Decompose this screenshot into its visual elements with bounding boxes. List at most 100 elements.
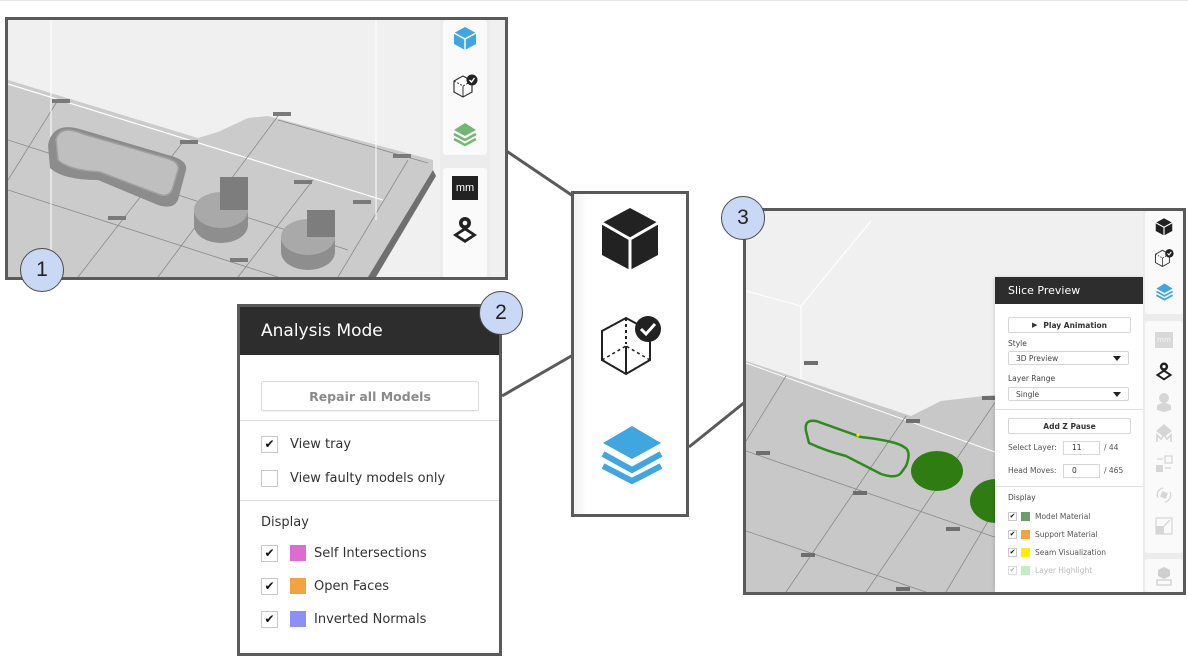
tool-button-group: mm	[443, 168, 487, 277]
analysis-mode-title: Analysis Mode	[240, 307, 499, 355]
connector-panel1-to-strip	[501, 146, 574, 198]
connector-panel2-to-strip	[501, 353, 574, 398]
seam-visualization-color-swatch	[1021, 547, 1030, 557]
analysis-mode-button[interactable]	[443, 68, 487, 104]
head-moves-row: Head Moves: 0 / 465	[1008, 463, 1123, 478]
units-mm-icon: mm	[452, 176, 478, 200]
repair-all-models-button[interactable]: Repair all Models	[261, 381, 479, 411]
analysis-mode-panel: Analysis Mode Repair all Models ✔ View t…	[237, 304, 502, 656]
prepare-view-screenshot: mm	[5, 17, 508, 280]
tool-button-group: mm	[1145, 321, 1183, 553]
support-material-label: Support Material	[1035, 529, 1098, 539]
prepare-mode-button[interactable]	[600, 206, 660, 276]
export-print-button[interactable]	[1145, 561, 1183, 591]
add-z-pause-button[interactable]: Add Z Pause	[1008, 418, 1131, 434]
select-layer-total: / 44	[1104, 443, 1119, 452]
open-faces-checkbox[interactable]: ✔	[261, 577, 278, 595]
head-moves-input[interactable]: 0	[1063, 463, 1100, 478]
print-settings-icon	[453, 217, 477, 243]
self-intersections-option[interactable]: ✔ Self Intersections	[261, 543, 427, 563]
arrange-button[interactable]	[1145, 449, 1183, 479]
divider	[995, 486, 1144, 487]
style-select[interactable]: 3D Preview	[1008, 351, 1129, 365]
arrange-icon	[1156, 455, 1173, 472]
display-heading: Display	[1008, 493, 1036, 502]
select-layer-row: Select Layer: 11 / 44	[1008, 440, 1118, 455]
view-tray-checkbox[interactable]: ✔	[261, 435, 278, 453]
chevron-down-icon	[1113, 356, 1121, 361]
view-faulty-models-option[interactable]: View faulty models only	[261, 468, 445, 488]
layer-range-select[interactable]: Single	[1008, 387, 1129, 401]
model-material-color-swatch	[1021, 511, 1030, 521]
slice-layers-icon	[1155, 282, 1173, 301]
export-print-icon	[1156, 567, 1172, 586]
open-faces-option[interactable]: ✔ Open Faces	[261, 576, 389, 596]
support-settings-button[interactable]	[1145, 387, 1183, 417]
preview-mode-button[interactable]	[1145, 276, 1183, 306]
chevron-down-icon	[1113, 392, 1121, 397]
seam-visualization-option[interactable]: ✔ Seam Visualization	[1008, 546, 1106, 558]
inverted-normals-option[interactable]: ✔ Inverted Normals	[261, 609, 426, 629]
open-faces-label: Open Faces	[314, 578, 390, 594]
model-material-option[interactable]: ✔ Model Material	[1008, 510, 1090, 522]
prepare-cube-icon	[601, 208, 659, 270]
view-faulty-models-checkbox[interactable]	[261, 469, 278, 487]
divider	[240, 420, 499, 421]
layer-highlight-color-swatch	[1021, 565, 1030, 575]
analysis-cube-check-icon	[601, 316, 661, 376]
model-material-label: Model Material	[1035, 511, 1091, 521]
view-tray-option[interactable]: ✔ View tray	[261, 434, 351, 454]
model-material-checkbox[interactable]: ✔	[1008, 511, 1017, 521]
head-moves-total: / 465	[1104, 466, 1124, 475]
print-settings-button[interactable]	[1145, 356, 1183, 386]
seam-visualization-checkbox[interactable]: ✔	[1008, 547, 1017, 557]
support-material-checkbox[interactable]: ✔	[1008, 529, 1017, 539]
inverted-normals-checkbox[interactable]: ✔	[261, 610, 278, 628]
units-mm-icon: mm	[1155, 332, 1173, 348]
rotate-icon	[1156, 487, 1172, 503]
inverted-normals-label: Inverted Normals	[314, 611, 427, 627]
view-toolbar: mm	[1143, 211, 1183, 592]
print-settings-icon	[1155, 362, 1173, 380]
callout-1: 1	[20, 248, 64, 292]
units-button[interactable]: mm	[443, 170, 487, 206]
open-faces-color-swatch	[290, 578, 306, 594]
analysis-cube-check-icon	[1155, 249, 1174, 267]
mode-button-group	[443, 20, 487, 155]
analysis-mode-button[interactable]	[1145, 243, 1183, 273]
style-select-value: 3D Preview	[1016, 353, 1059, 363]
page-top-border	[0, 0, 1188, 1]
play-animation-button[interactable]: ▶ Play Animation	[1008, 317, 1131, 333]
rotate-button[interactable]	[1145, 480, 1183, 510]
prepare-mode-button[interactable]	[443, 20, 487, 56]
units-button[interactable]: mm	[1145, 325, 1183, 355]
play-animation-label: Play Animation	[1043, 320, 1108, 330]
material-button[interactable]	[1145, 418, 1183, 448]
self-intersections-color-swatch	[290, 545, 306, 561]
scale-button[interactable]	[1145, 511, 1183, 541]
export-button-group	[1145, 559, 1183, 592]
preview-mode-button[interactable]	[601, 424, 663, 488]
support-settings-icon	[1157, 393, 1171, 412]
layer-highlight-label: Layer Highlight	[1035, 565, 1093, 575]
preview-mode-button[interactable]	[443, 116, 487, 152]
style-label: Style	[1008, 339, 1027, 348]
prepare-mode-button[interactable]	[1145, 211, 1183, 241]
analysis-cube-check-icon	[453, 74, 478, 98]
select-layer-input[interactable]: 11	[1063, 440, 1100, 455]
build-plate-3d-scene[interactable]	[8, 20, 440, 277]
slice-layers-icon	[453, 123, 477, 147]
divider	[995, 409, 1144, 410]
self-intersections-checkbox[interactable]: ✔	[261, 544, 278, 562]
layer-range-select-value: Single	[1016, 389, 1040, 399]
prepare-cube-icon	[1155, 217, 1173, 235]
support-material-option[interactable]: ✔ Support Material	[1008, 528, 1098, 540]
slice-preview-title: Slice Preview	[995, 277, 1144, 304]
callout-3: 3	[721, 196, 765, 240]
callout-2: 2	[479, 291, 523, 335]
print-settings-button[interactable]	[443, 212, 487, 248]
select-layer-label: Select Layer:	[1008, 443, 1057, 452]
analysis-mode-button[interactable]	[598, 312, 664, 386]
head-moves-label: Head Moves:	[1008, 466, 1057, 475]
layer-highlight-option: ✔ Layer Highlight	[1008, 564, 1092, 576]
